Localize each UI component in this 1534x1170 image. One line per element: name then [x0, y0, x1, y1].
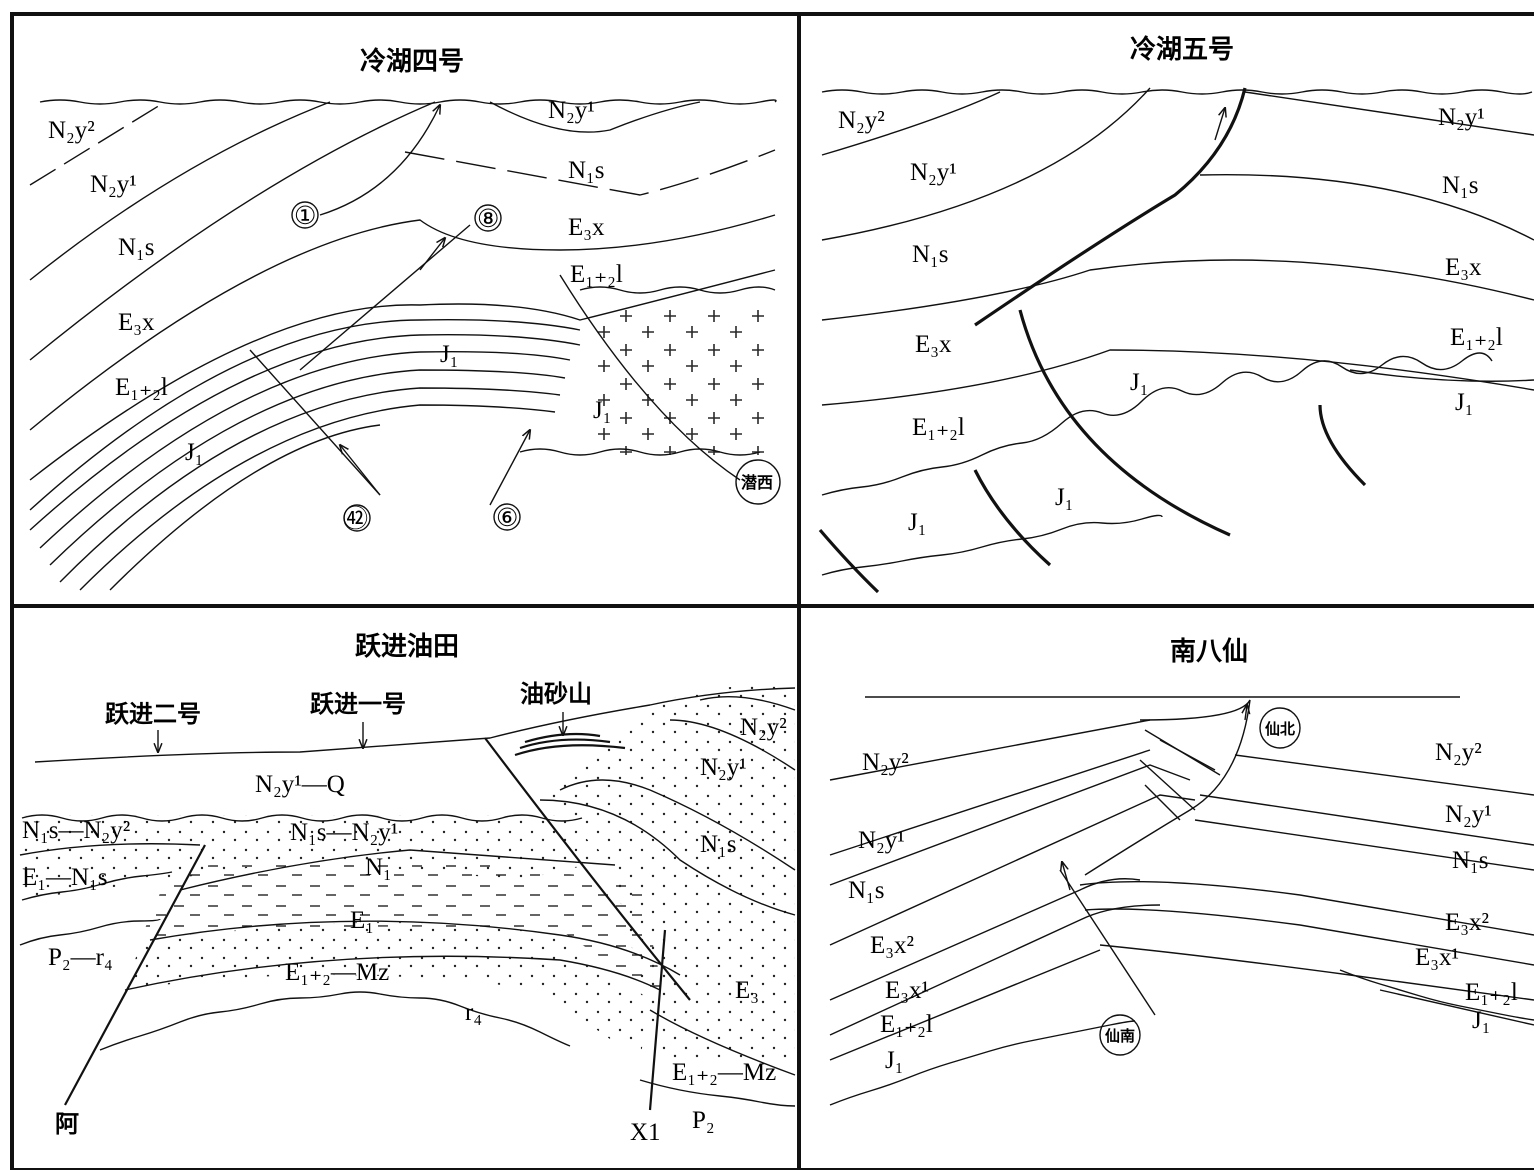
- stratum-label: N₁s: [1442, 172, 1479, 199]
- figure-frame: [10, 12, 1534, 1170]
- stratum-label: E₃x: [915, 331, 952, 358]
- surface-line: [821, 89, 1533, 95]
- stratum-label: E₁—N₁s: [22, 864, 108, 891]
- stratum-label: ①: [294, 203, 316, 230]
- stratum-label: N₂y¹: [548, 97, 595, 124]
- stratum-label: 潜西: [741, 473, 773, 492]
- stratum-label: E₃x: [568, 214, 605, 241]
- faults: [818, 87, 1367, 594]
- stratum-label: J₁: [908, 509, 926, 536]
- stratum-label: E₁₊₂l: [1465, 979, 1518, 1006]
- stratum-label: N₁: [365, 854, 392, 881]
- stratum-label: E₁: [350, 907, 374, 934]
- stratum-label: J₁: [885, 1047, 903, 1074]
- stratum-label: J₁: [1472, 1007, 1490, 1034]
- stratum-label: J₁: [440, 341, 458, 368]
- stratum-label: E₁₊₂l: [880, 1011, 933, 1038]
- stratum-label: E₃x¹: [885, 977, 929, 1004]
- stratum-label: 阿: [55, 1110, 79, 1138]
- stratum-label: E₃x¹: [1415, 944, 1459, 971]
- stratum-labels: N₂y² N₂y² N₂y¹ N₂y¹ N₁s N₁s E₃x² E₃x² E₃…: [848, 739, 1518, 1074]
- stratum-label: N₁s: [118, 234, 155, 261]
- strata-lines: [829, 719, 1534, 1106]
- faults: [64, 737, 691, 1111]
- stratum-label: P₂: [692, 1107, 715, 1134]
- fault-number-labels: ① ⑧ ㊷ ⑥ 潜西: [291, 201, 781, 533]
- faults: [1059, 699, 1251, 1016]
- stratum-label: E₃: [735, 977, 759, 1004]
- stratum-label: E₁₊₂l: [1450, 324, 1503, 351]
- stratum-label: N₁s: [848, 877, 885, 904]
- stratum-label: E₁₊₂l: [912, 414, 965, 441]
- stratum-label: N₂y¹: [858, 827, 905, 854]
- stratum-label: ㊷: [343, 505, 368, 533]
- panel-title: 跃进油田: [355, 632, 459, 662]
- stratum-label: E₃x: [1445, 254, 1482, 281]
- stratum-label: E₁₊₂l: [570, 261, 623, 288]
- stratum-label: E₃x: [118, 309, 155, 336]
- stratum-label: 仙北: [1265, 720, 1295, 738]
- surface-line: [39, 99, 777, 105]
- stratum-label: N₁s—N₂y¹: [290, 819, 398, 846]
- stratum-label: E₃x²: [870, 932, 914, 959]
- stratum-label: J₁: [593, 397, 611, 424]
- stratum-label: N₂y²: [48, 117, 95, 144]
- panel-title: 南八仙: [1170, 637, 1248, 667]
- stratum-label: N₁s—N₂y²: [22, 817, 130, 844]
- stratum-label: J₁: [1055, 484, 1073, 511]
- stratum-label: N₁s: [568, 157, 605, 184]
- stratum-label: N₂y¹: [90, 171, 137, 198]
- stratum-label: N₂y¹: [910, 159, 957, 186]
- panel-yuejin: 跃进油田 跃进二号: [19, 632, 796, 1146]
- circled-labels: 仙北 仙南: [1099, 707, 1301, 1056]
- stratum-label: J₁: [1130, 369, 1148, 396]
- strata-lines: [19, 687, 796, 1107]
- panel-lenghu4: 冷湖四号: [29, 46, 781, 591]
- map-labels: 跃进二号 跃进一号 油砂山: [105, 680, 592, 752]
- stratum-labels: N₂y² N₂y¹ N₂y¹ N₁s N₁s E₃x E₃x E₁₊₂l E₁₊…: [48, 97, 623, 466]
- panel-nanbaxian: 南八仙: [829, 637, 1534, 1106]
- stratum-label: E₁₊₂l: [115, 374, 168, 401]
- stratum-label: J₁: [1455, 389, 1473, 416]
- stratum-label: N₂y²: [838, 107, 885, 134]
- stratum-label: J₁: [185, 439, 203, 466]
- stratum-label: N₂y¹—Q: [255, 771, 345, 798]
- stratum-label: N₂y¹: [700, 754, 747, 781]
- stratum-label: r₄: [465, 999, 482, 1026]
- dotted-fill-lower: [125, 922, 650, 1060]
- stratum-label: 跃进一号: [310, 690, 406, 718]
- dashed-fill-middle: [140, 858, 665, 1000]
- strata-lines: [821, 87, 1534, 576]
- stratum-label: 跃进二号: [105, 700, 201, 728]
- stratum-label: ⑧: [477, 206, 499, 233]
- stratum-label: N₁s: [700, 831, 737, 858]
- stratum-label: 油砂山: [520, 680, 592, 708]
- stratum-labels: N₂y¹—Q N₁s—N₂y² N₁s—N₂y¹ E₁—N₁s N₁ E₁ P₂…: [22, 714, 787, 1146]
- stratum-label: X1: [630, 1119, 661, 1146]
- panel-title: 冷湖四号: [360, 46, 464, 77]
- stratum-labels: N₂y² N₂y¹ N₂y¹ N₁s N₁s E₃x E₃x E₁₊₂l E₁₊…: [838, 104, 1503, 536]
- stratum-label: N₂y²: [740, 714, 787, 741]
- stratum-label: N₂y¹: [1438, 104, 1485, 131]
- strata-lines: [29, 101, 776, 591]
- panel-lenghu5: 冷湖五号 N₂y² N₂y¹ N₂y¹ N₁s N₁s E: [818, 34, 1534, 594]
- stratum-label: ⑥: [496, 505, 518, 532]
- stratum-label: N₁s: [1452, 847, 1489, 874]
- panel-title: 冷湖五号: [1130, 34, 1234, 65]
- right-flank-fill: [540, 685, 795, 1060]
- stratum-label: N₂y²: [1435, 739, 1482, 766]
- stratum-label: N₂y¹: [1445, 801, 1492, 828]
- stratum-label: E₃x²: [1445, 909, 1489, 936]
- stratum-label: 仙南: [1105, 1027, 1135, 1045]
- stratum-label: P₂—r₄: [48, 944, 113, 971]
- stratum-label: E₁₊₂—Mz: [672, 1059, 776, 1086]
- igneous-intrusion-pattern: [595, 305, 770, 455]
- stratum-label: N₁s: [912, 241, 949, 268]
- stratum-label: N₂y²: [862, 749, 909, 776]
- stratum-label: E₁₊₂—Mz: [285, 959, 389, 986]
